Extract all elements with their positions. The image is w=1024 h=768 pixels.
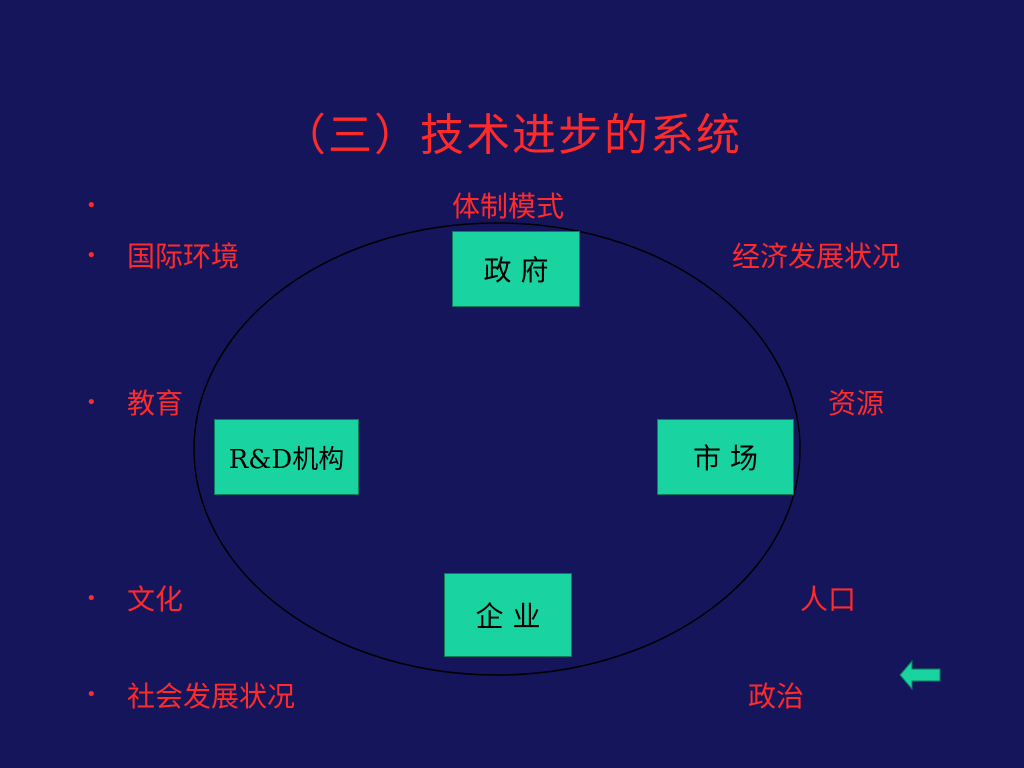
slide-title: （三）技术进步的系统 [282, 110, 742, 161]
label-social: 社会发展状况 [127, 680, 296, 713]
node-market: 市 场 [657, 419, 794, 495]
left-arrow-icon[interactable] [898, 658, 942, 692]
label-institution: 体制模式 [452, 190, 565, 223]
node-enterprise: 企 业 [444, 573, 572, 657]
bullet-3: • [86, 392, 97, 413]
label-politics: 政治 [748, 680, 805, 713]
label-economy: 经济发展状况 [732, 240, 901, 273]
label-education: 教育 [127, 387, 184, 420]
node-rnd: R&D机构 [214, 419, 359, 495]
label-international: 国际环境 [127, 240, 240, 273]
label-culture: 文化 [127, 583, 184, 616]
bullet-5: • [86, 684, 97, 705]
node-government: 政 府 [452, 231, 580, 307]
bullet-4: • [86, 588, 97, 609]
bullet-2: • [86, 245, 97, 266]
label-population: 人口 [800, 583, 857, 616]
label-resources: 资源 [828, 387, 885, 420]
bullet-1: • [86, 195, 97, 216]
